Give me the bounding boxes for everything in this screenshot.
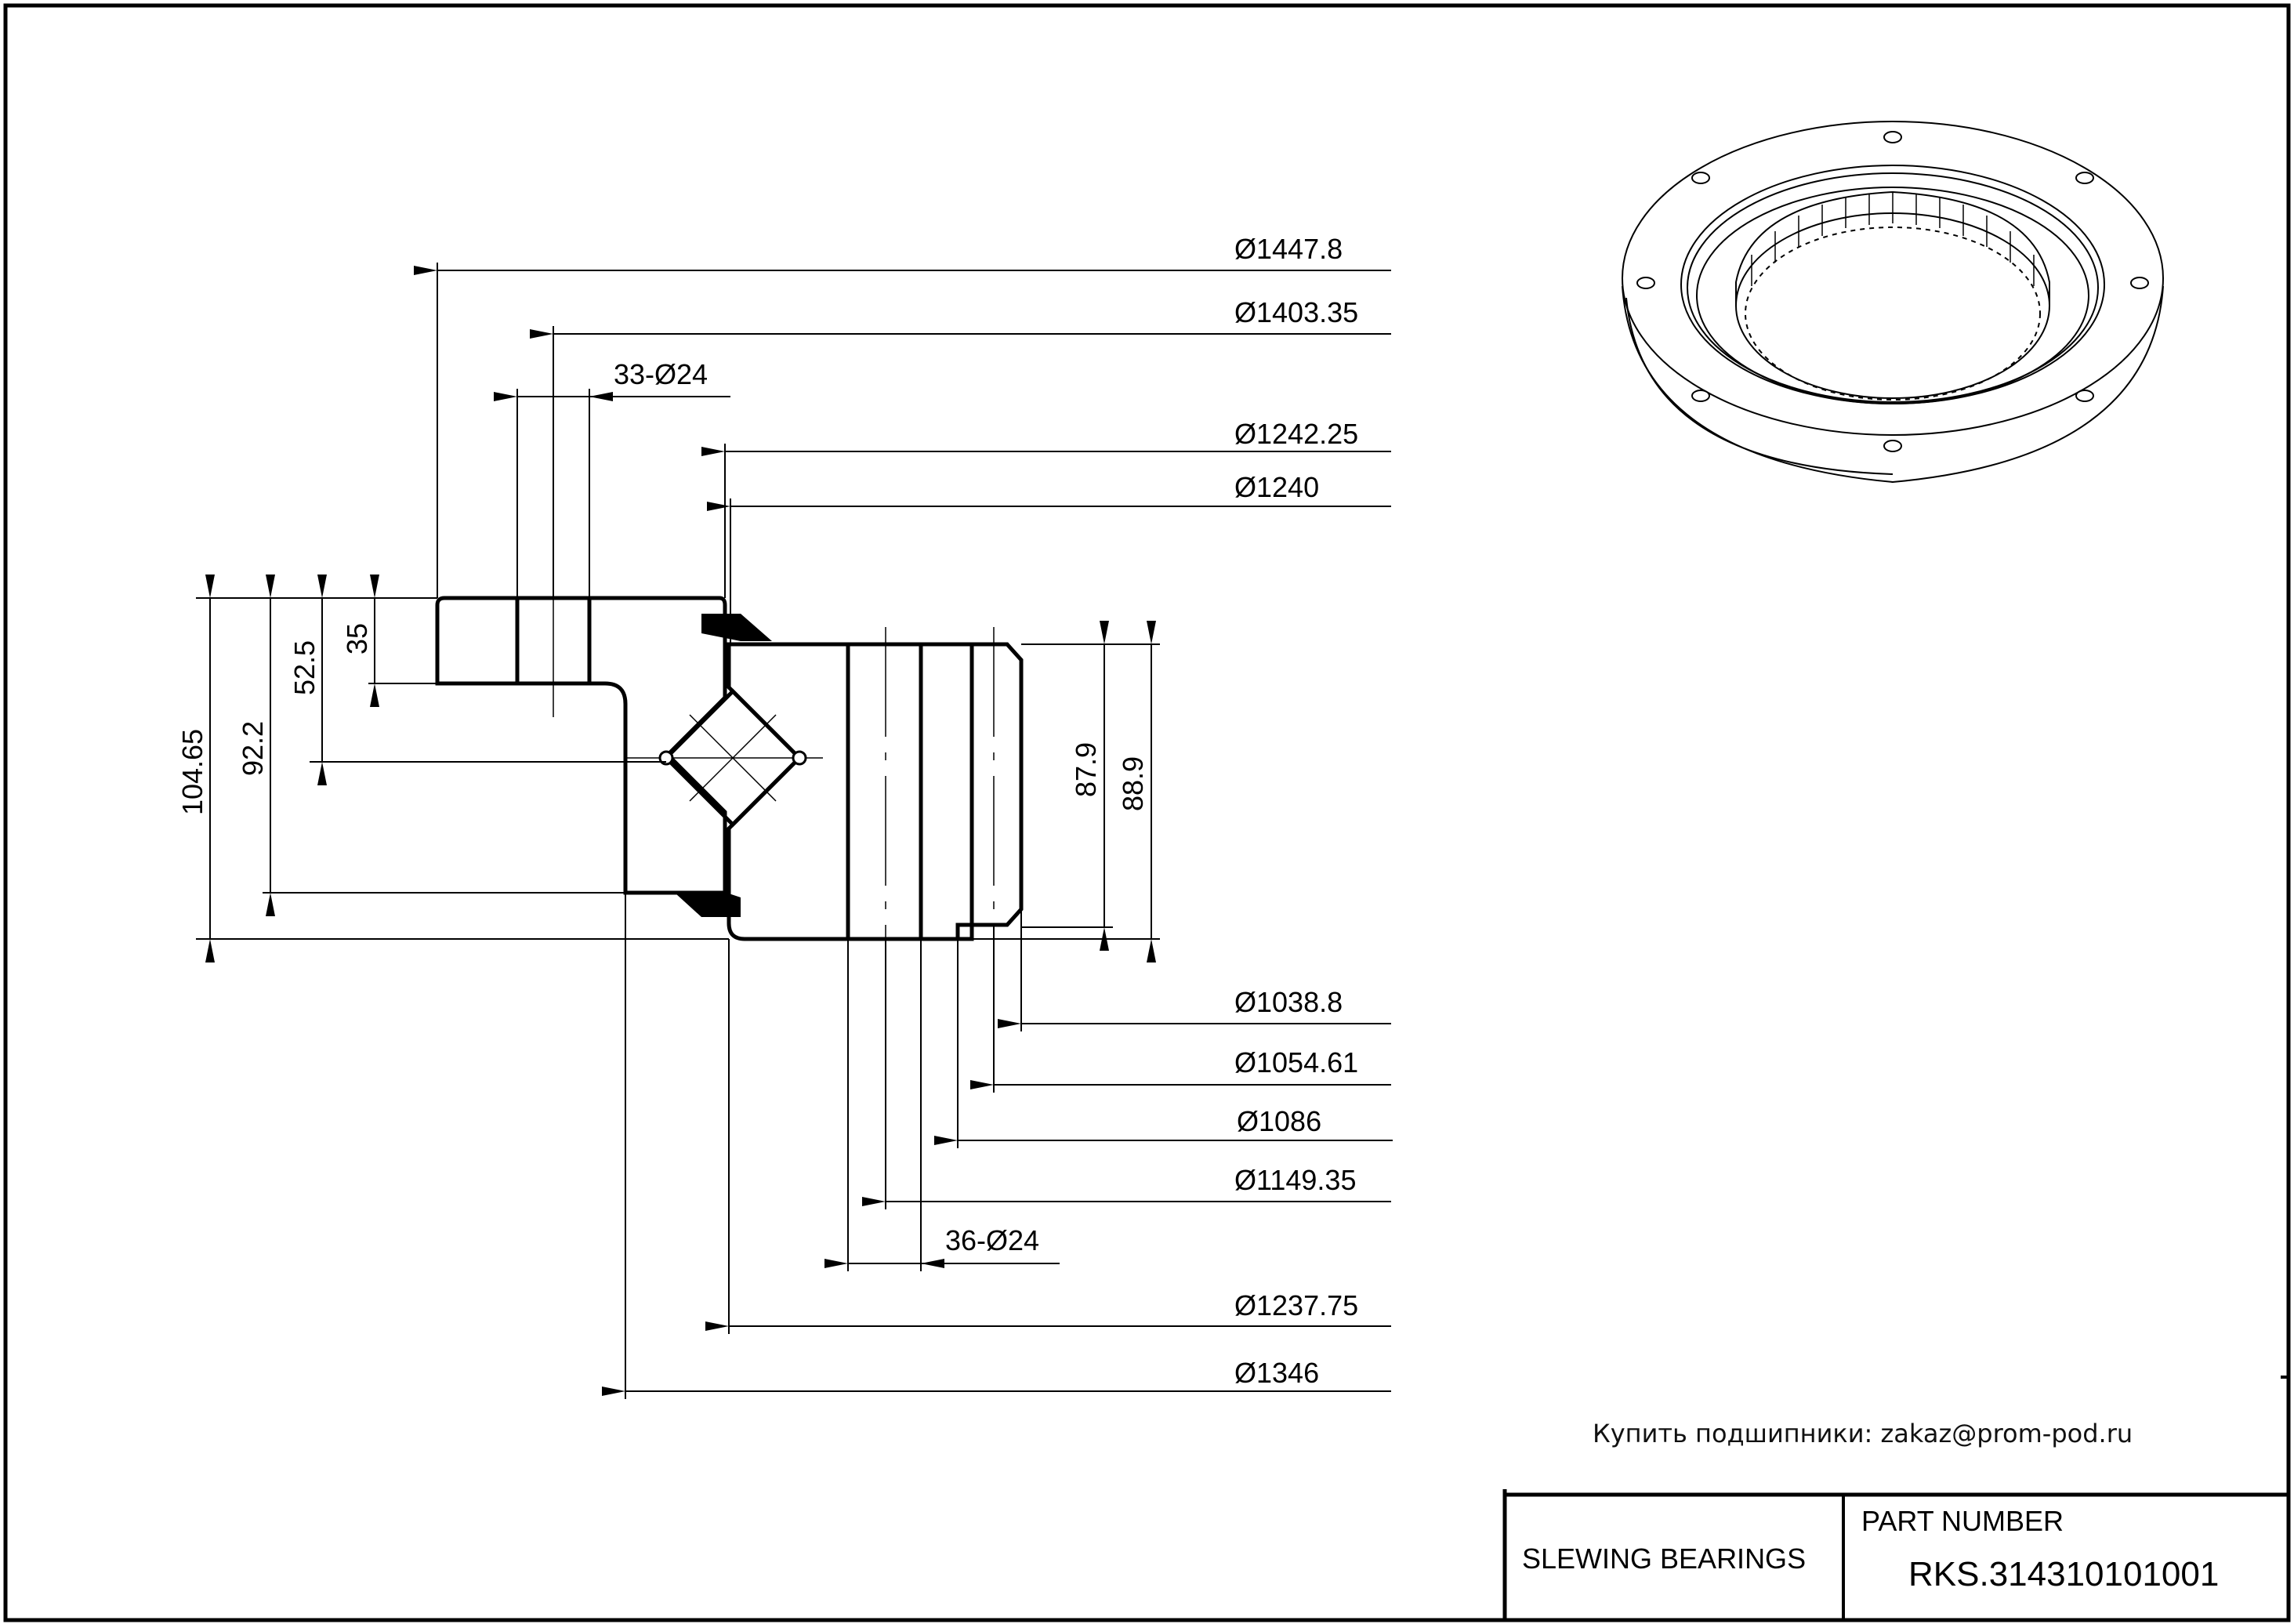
- extension-lines: [196, 263, 1160, 1399]
- roller: [627, 688, 823, 828]
- inner-ring-gear-segment: [919, 642, 974, 941]
- svg-text:Ø1242.25: Ø1242.25: [1234, 418, 1358, 450]
- mounting-hole: [2075, 390, 2094, 402]
- svg-text:92.2: 92.2: [237, 721, 269, 776]
- svg-text:36-Ø24: 36-Ø24: [945, 1224, 1039, 1256]
- mounting-hole: [1883, 440, 1902, 452]
- mounting-hole: [2075, 172, 2094, 184]
- svg-text:Ø1038.8: Ø1038.8: [1234, 986, 1343, 1018]
- contact-note: Купить подшипники: zakaz@prom-pod.ru: [1593, 1419, 2133, 1448]
- diameter-dim-1086: Ø1086: [934, 1105, 1393, 1145]
- gear-tooth-profile: [955, 642, 1024, 939]
- diameter-dim-1038-8: Ø1038.8: [998, 986, 1391, 1028]
- outer-ring-flange-left: [435, 596, 520, 686]
- inner-mounting-hole: [846, 642, 923, 941]
- diameter-dim-1346: Ø1346: [602, 1357, 1391, 1396]
- mounting-hole: [1691, 390, 1710, 402]
- svg-text:Ø1447.8: Ø1447.8: [1234, 233, 1343, 265]
- diameter-dim-1403-35: Ø1403.35: [530, 296, 1391, 339]
- svg-text:88.9: 88.9: [1117, 756, 1149, 811]
- svg-text:52.5: 52.5: [288, 640, 321, 695]
- svg-text:Ø1346: Ø1346: [1234, 1357, 1319, 1389]
- upper-seal: [701, 614, 772, 641]
- svg-text:Ø1240: Ø1240: [1234, 471, 1319, 503]
- svg-text:Ø1149.35: Ø1149.35: [1234, 1164, 1356, 1196]
- mounting-hole: [1636, 277, 1655, 289]
- part-number-value: RKS.314310101001: [1908, 1555, 2219, 1593]
- height-dim-104-65: 104.65: [176, 575, 215, 962]
- diameter-dim-1149-35: Ø1149.35: [862, 1164, 1391, 1206]
- category-label: SLEWING BEARINGS: [1522, 1542, 1806, 1575]
- part-number-label: PART NUMBER: [1861, 1505, 2064, 1537]
- height-dim-87-9: 87.9: [1070, 621, 1109, 951]
- svg-text:Ø1237.75: Ø1237.75: [1234, 1289, 1358, 1321]
- svg-text:33-Ø24: 33-Ø24: [614, 358, 708, 390]
- svg-text:Ø1054.61: Ø1054.61: [1234, 1046, 1358, 1078]
- diameter-dim-1447-8: Ø1447.8: [414, 233, 1391, 275]
- drawing-frame: [3, 3, 2291, 1622]
- title-block: SLEWING BEARINGS PART NUMBER RKS.3143101…: [1502, 1376, 2289, 1620]
- diameter-dim-1240: Ø1240: [707, 471, 1391, 511]
- outer-hole-count-dim: 33-Ø24: [494, 358, 730, 401]
- height-dim-92-2: 92.2: [237, 575, 275, 916]
- diameter-dim-1054-61: Ø1054.61: [970, 1046, 1391, 1089]
- inner-hole-count-dim: 36-Ø24: [824, 1224, 1060, 1268]
- svg-text:Ø1086: Ø1086: [1237, 1105, 1321, 1137]
- mounting-hole: [1883, 131, 1902, 143]
- svg-text:35: 35: [341, 623, 373, 654]
- diameter-dim-1242-25: Ø1242.25: [701, 418, 1391, 456]
- height-dim-52-5: 52.5: [288, 575, 327, 785]
- outer-ring-body: [587, 596, 727, 895]
- svg-text:Ø1403.35: Ø1403.35: [1234, 296, 1358, 328]
- svg-text:104.65: 104.65: [176, 729, 208, 815]
- mounting-hole: [1691, 172, 1710, 184]
- isometric-bearing-view: [1622, 121, 2164, 484]
- height-dim-88-9: 88.9: [1117, 621, 1156, 962]
- inner-ring-body: [727, 642, 850, 941]
- height-dim-35: 35: [341, 575, 379, 707]
- svg-text:87.9: 87.9: [1070, 742, 1102, 797]
- lower-seal: [676, 894, 741, 917]
- diameter-dim-1237-75: Ø1237.75: [705, 1289, 1391, 1331]
- mounting-hole: [2130, 277, 2149, 289]
